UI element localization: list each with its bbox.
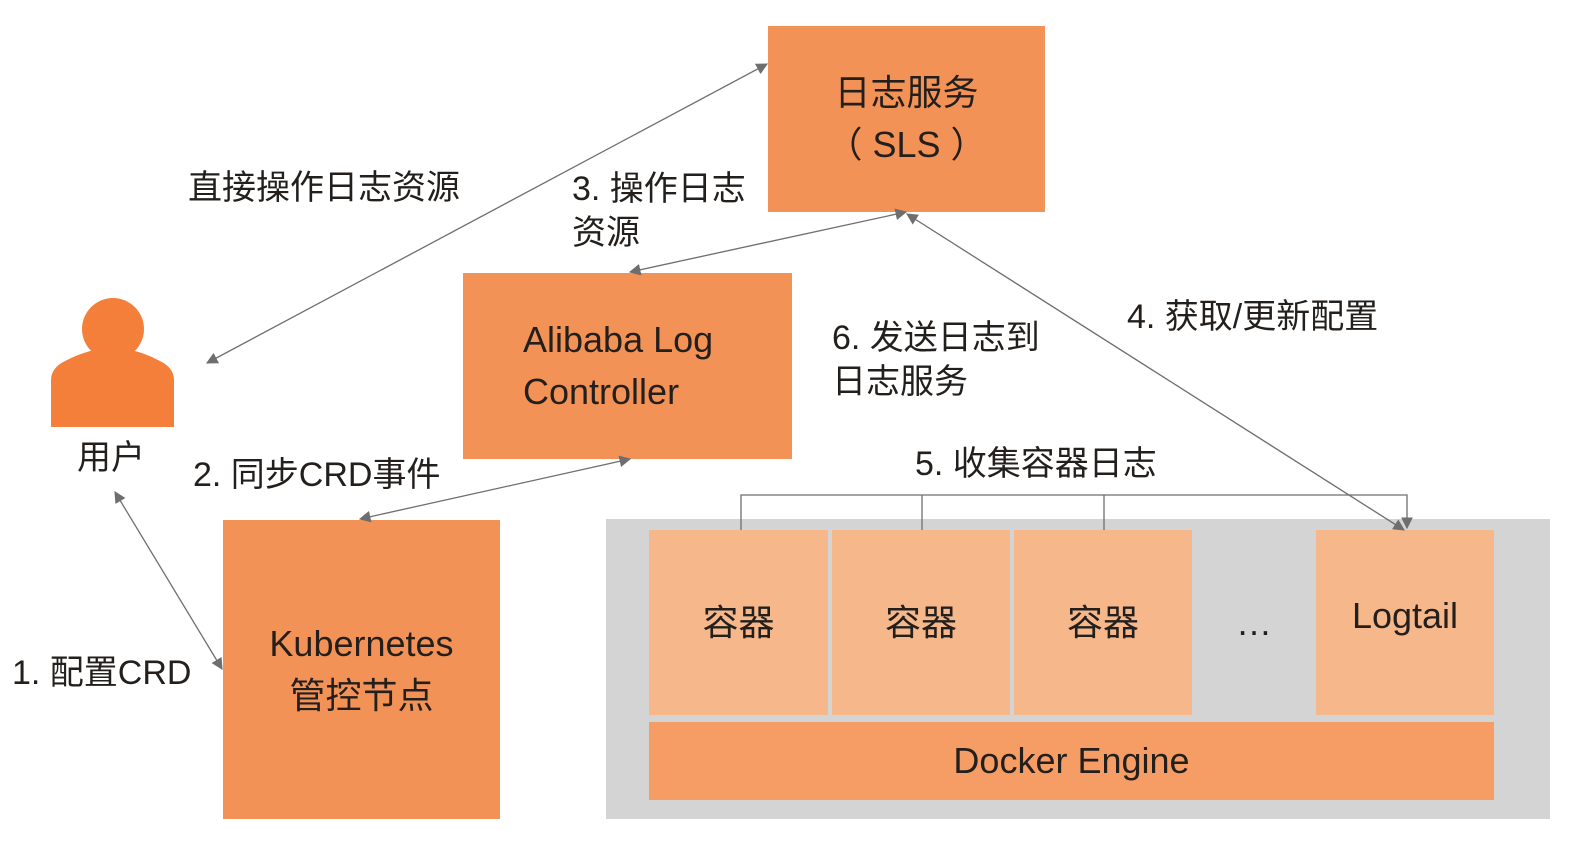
user-node[interactable]: 用户	[50, 298, 175, 498]
user-icon	[51, 298, 174, 427]
kubernetes-subtitle: 管控节点	[289, 674, 434, 716]
step5-collect-bracket	[740, 494, 1413, 530]
ellipsis-text: …	[1236, 601, 1272, 643]
more-containers-ellipsis: …	[1192, 530, 1316, 715]
sls-title: 日志服务	[834, 72, 979, 113]
step3-arrow	[628, 208, 908, 276]
container-label: 容器	[702, 601, 775, 643]
user-label: 用户	[77, 439, 145, 477]
container-label: 容器	[1066, 601, 1139, 643]
docker-engine-node[interactable]: Docker Engine	[649, 722, 1494, 800]
step2-arrow	[358, 455, 632, 523]
direct-operate-arrow	[205, 63, 769, 364]
controller-title-line2: Controller	[523, 371, 680, 412]
kubernetes-node[interactable]: Kubernetes 管控节点	[223, 520, 500, 819]
logtail-node[interactable]: Logtail	[1316, 530, 1494, 715]
sls-subtitle: （ SLS ）	[826, 124, 987, 165]
container-box[interactable]: 容器	[832, 530, 1010, 715]
step4-arrow	[906, 213, 1405, 531]
step1-arrow	[114, 490, 223, 671]
sls-node[interactable]: 日志服务 （ SLS ）	[768, 26, 1045, 212]
container-box[interactable]: 容器	[1014, 530, 1192, 715]
container-box[interactable]: 容器	[649, 530, 828, 715]
logtail-label: Logtail	[1351, 594, 1459, 636]
container-label: 容器	[884, 601, 957, 643]
kubernetes-title: Kubernetes	[269, 622, 454, 664]
docker-engine-label: Docker Engine	[953, 740, 1190, 781]
